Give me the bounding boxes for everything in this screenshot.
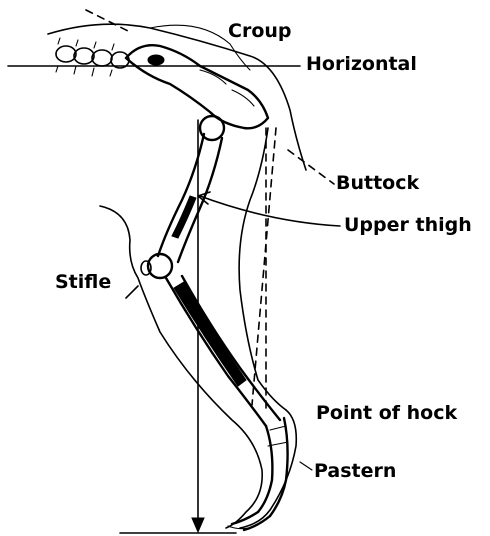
pelvis-mark bbox=[148, 55, 164, 65]
label-croup: Croup bbox=[228, 20, 292, 42]
label-stifle: Stifle bbox=[55, 271, 111, 293]
vertebra-1 bbox=[56, 46, 76, 62]
vertebra-3 bbox=[92, 50, 112, 66]
hip-dashed-line bbox=[252, 128, 276, 405]
patella bbox=[141, 261, 151, 275]
vertebra-processes bbox=[56, 66, 112, 76]
label-upper-thigh: Upper thigh bbox=[344, 214, 472, 236]
pelvis bbox=[126, 45, 268, 128]
croup-slope-dashed-line bbox=[86, 10, 130, 32]
pastern-leader bbox=[300, 462, 312, 470]
plumb-arrowhead bbox=[192, 518, 204, 532]
label-pastern: Pastern bbox=[314, 460, 396, 482]
cannon-bone bbox=[258, 418, 288, 516]
label-buttock: Buttock bbox=[336, 172, 419, 194]
femur-shaft bbox=[172, 196, 196, 238]
vertebrae bbox=[56, 38, 129, 76]
thigh-rear-outline bbox=[239, 128, 286, 410]
tibia-shaft bbox=[174, 282, 246, 386]
vertebra-2 bbox=[74, 48, 94, 64]
croup-outline bbox=[48, 24, 306, 170]
label-horizontal: Horizontal bbox=[306, 53, 417, 75]
buttock-leader bbox=[288, 150, 334, 184]
pastern-bone bbox=[232, 512, 270, 530]
label-point-of-hock: Point of hock bbox=[316, 402, 457, 424]
stifle-leader bbox=[126, 286, 138, 298]
